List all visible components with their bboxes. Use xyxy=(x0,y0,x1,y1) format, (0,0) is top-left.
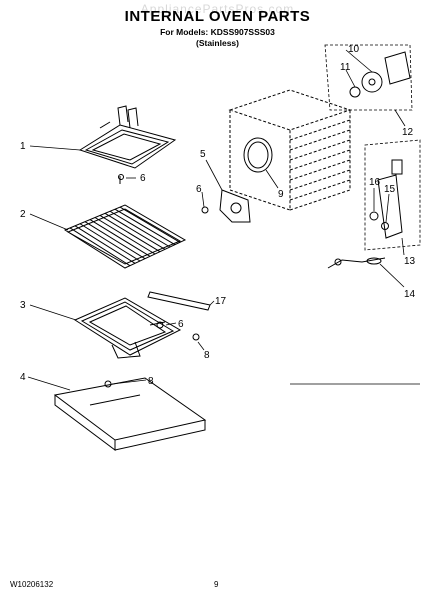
page-number: 9 xyxy=(214,580,219,589)
hardware-part-16 xyxy=(369,211,379,221)
callout-9: 9 xyxy=(278,189,284,200)
models-line: For Models: KDSS907SSS03 xyxy=(160,27,275,37)
page-title: INTERNAL OVEN PARTS xyxy=(124,8,311,25)
cavity-rib xyxy=(289,119,351,141)
fan-baffle-part-5 xyxy=(219,189,251,223)
fan-blade-part-11 xyxy=(349,86,361,98)
convection-gasket-part-9 xyxy=(243,137,273,173)
callout-6b: 6 xyxy=(196,184,202,195)
callout-10: 10 xyxy=(348,44,360,55)
screw-part-6a xyxy=(118,174,124,180)
callout-15: 15 xyxy=(384,184,396,195)
cavity-rib xyxy=(289,129,351,151)
rack-bar xyxy=(74,225,136,264)
callout-11: 11 xyxy=(340,62,351,73)
callout-6c: 6 xyxy=(178,319,184,330)
element-group-frame xyxy=(364,139,421,251)
rack-bar xyxy=(99,214,161,253)
rack-bar xyxy=(104,212,166,250)
finish-line: (Stainless) xyxy=(196,38,239,48)
cavity-rib xyxy=(289,139,351,161)
convection-element-part-13 xyxy=(377,159,403,239)
callout-5: 5 xyxy=(200,149,206,160)
motor-group-frame xyxy=(324,44,413,111)
callout-1: 1 xyxy=(20,141,26,152)
oven-bottom-part xyxy=(53,377,207,451)
oven-rack-part xyxy=(63,204,187,269)
hardware-part-15 xyxy=(381,222,389,230)
cavity-rib xyxy=(289,169,351,191)
callout-4: 4 xyxy=(20,372,26,383)
temperature-sensor-part-14 xyxy=(327,257,386,269)
screw-part-6c xyxy=(156,321,164,329)
cavity-rib xyxy=(289,149,351,171)
broil-element-part xyxy=(78,105,177,184)
cavity-rib xyxy=(289,159,351,181)
rack-bar xyxy=(94,217,156,255)
rack-bar xyxy=(84,221,146,260)
fan-motor-part-10 xyxy=(361,51,411,93)
callout-12: 12 xyxy=(402,127,414,138)
oven-cavity-part xyxy=(228,89,352,211)
rack-bar xyxy=(69,227,131,267)
screw-part-6b xyxy=(201,206,209,214)
callout-13: 13 xyxy=(404,256,416,267)
callout-6a: 6 xyxy=(140,173,146,184)
document-number: W10206132 xyxy=(10,580,54,589)
callout-16: 16 xyxy=(369,177,381,188)
watermark: AppliancePartsPros.com xyxy=(140,2,295,16)
callout-2: 2 xyxy=(20,209,26,220)
rack-bar xyxy=(119,206,181,243)
screw-part-8b xyxy=(104,380,112,388)
callout-17: 17 xyxy=(215,296,227,307)
bracket-part-17 xyxy=(147,291,211,311)
rack-bar xyxy=(79,223,141,262)
callout-14: 14 xyxy=(404,289,416,300)
rack-bar xyxy=(114,208,176,246)
screw-part-8a xyxy=(192,333,200,341)
cavity-rib xyxy=(289,179,351,201)
bake-element-part xyxy=(73,291,211,359)
rack-bar xyxy=(89,219,151,257)
callout-8a: 8 xyxy=(204,350,210,361)
callout-8b: 8 xyxy=(148,376,154,387)
rack-bar xyxy=(109,210,171,248)
callout-3: 3 xyxy=(20,300,26,311)
